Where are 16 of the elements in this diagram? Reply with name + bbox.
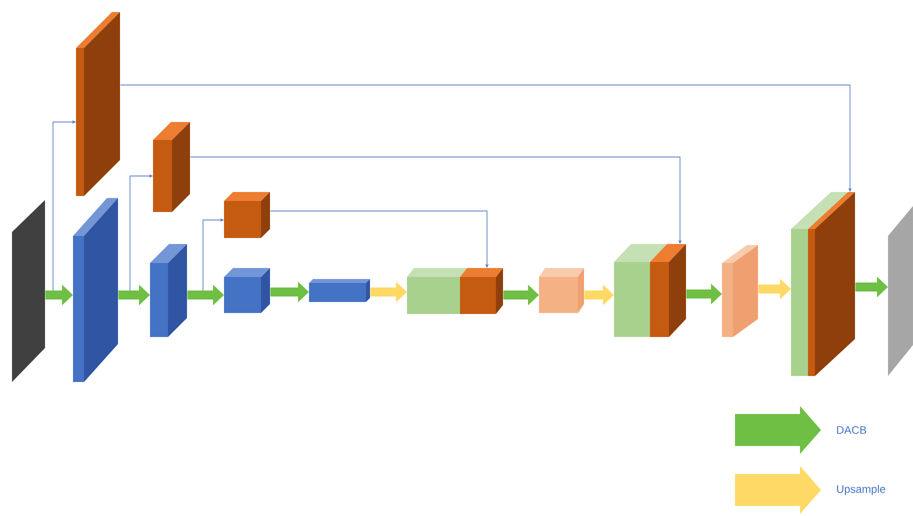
- feature-map-block: [73, 198, 118, 382]
- legend-label: Upsample: [837, 484, 886, 496]
- image-slab: [12, 200, 45, 382]
- feature-map-block: [539, 268, 584, 313]
- feature-map-block: [407, 268, 503, 314]
- image-slab: [888, 206, 913, 376]
- feature-map-block: [224, 268, 270, 313]
- feature-map-block: [76, 12, 120, 196]
- feature-map-block: [614, 244, 686, 337]
- feature-map-block: [224, 192, 270, 238]
- feature-map-block: [153, 122, 190, 212]
- feature-map-block: [309, 279, 370, 302]
- legend-label: DACB: [837, 426, 866, 434]
- feature-map-block: [791, 192, 855, 376]
- feature-map-block: [722, 245, 758, 337]
- feature-map-block: [150, 244, 187, 337]
